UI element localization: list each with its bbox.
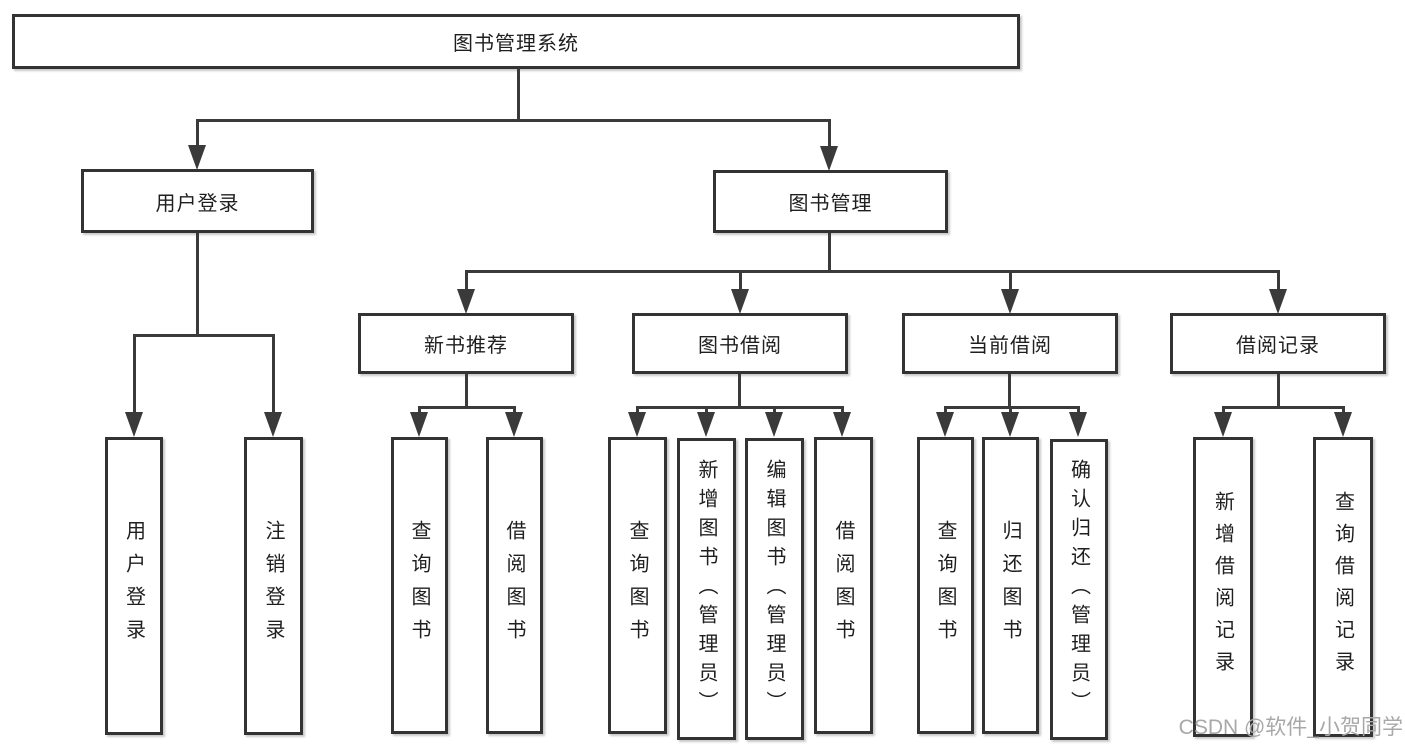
connector-line [1277, 270, 1280, 292]
connector-line [738, 374, 741, 408]
connector-line [418, 406, 421, 416]
arrowhead-down [936, 412, 954, 437]
connector-line [1009, 270, 1012, 292]
arrowhead-down [628, 412, 646, 437]
connector-line [636, 406, 639, 416]
connector-line [1222, 406, 1344, 409]
leaf-add-books-admin: 新增图书（管理员） [677, 438, 736, 740]
csdn-watermark: CSDN @软件_小贺同学 [1178, 716, 1403, 739]
connector-line [1077, 406, 1080, 416]
connector-line [1008, 374, 1011, 408]
connector-line [1009, 406, 1012, 416]
leaf-query-books-recommend: 查询图书 [391, 437, 448, 734]
arrowhead-down [264, 412, 282, 437]
arrowhead-down [833, 412, 851, 437]
connector-line [513, 406, 516, 416]
arrowhead-down [765, 412, 783, 437]
connector-line [828, 119, 831, 148]
arrowhead-down [457, 289, 475, 314]
node-borrowing-records: 借阅记录 [1170, 313, 1386, 374]
connector-line [465, 270, 1280, 273]
arrowhead-down [1269, 289, 1287, 314]
node-book-borrowing: 图书借阅 [632, 313, 848, 374]
node-current-borrowing: 当前借阅 [902, 313, 1118, 374]
arrowhead-down [697, 412, 715, 437]
connector-line [705, 406, 708, 416]
arrowhead-down [1334, 412, 1352, 437]
leaf-borrow-books-borrowing: 借阅图书 [814, 437, 873, 734]
connector-line [272, 334, 275, 416]
connector-line [944, 406, 1080, 409]
connector-line [133, 334, 275, 337]
leaf-return-books: 归还图书 [982, 437, 1039, 734]
connector-line [944, 406, 947, 416]
arrowhead-down [188, 145, 206, 170]
arrowhead-down [1069, 412, 1087, 437]
connector-line [517, 68, 520, 122]
connector-line [841, 406, 844, 416]
arrowhead-down [731, 289, 749, 314]
connector-line [196, 119, 199, 148]
leaf-logout: 注销登录 [244, 437, 303, 735]
arrowhead-down [1214, 412, 1232, 437]
connector-line [1277, 374, 1280, 408]
leaf-query-borrow-record: 查询借阅记录 [1313, 437, 1373, 737]
connector-line [196, 119, 831, 122]
arrowhead-down [505, 412, 523, 437]
leaf-add-borrow-record: 新增借阅记录 [1193, 437, 1253, 737]
connector-line [1222, 406, 1225, 416]
node-user-login: 用户登录 [81, 169, 314, 233]
leaf-edit-books-admin: 编辑图书（管理员） [745, 438, 804, 740]
connector-line [418, 406, 516, 409]
connector-line [739, 270, 742, 292]
node-new-book-recommendation: 新书推荐 [358, 313, 574, 374]
connector-line [133, 334, 136, 416]
leaf-query-books-current: 查询图书 [917, 437, 974, 734]
arrowhead-down [820, 146, 838, 171]
node-root: 图书管理系统 [12, 14, 1020, 69]
connector-line [828, 233, 831, 273]
leaf-query-books-borrowing: 查询图书 [608, 437, 667, 734]
connector-line [773, 406, 776, 416]
arrowhead-down [410, 412, 428, 437]
arrowhead-down [1001, 289, 1019, 314]
connector-line [465, 270, 468, 292]
connector-line [636, 406, 844, 409]
leaf-user-login: 用户登录 [105, 437, 163, 735]
leaf-borrow-books-recommend: 借阅图书 [486, 437, 543, 734]
node-book-management: 图书管理 [713, 170, 948, 233]
arrowhead-down [1001, 412, 1019, 437]
arrowhead-down [125, 412, 143, 437]
leaf-confirm-return-admin: 确认归还（管理员） [1050, 439, 1108, 740]
connector-line [196, 233, 199, 337]
connector-line [465, 374, 468, 408]
connector-line [1342, 406, 1345, 416]
